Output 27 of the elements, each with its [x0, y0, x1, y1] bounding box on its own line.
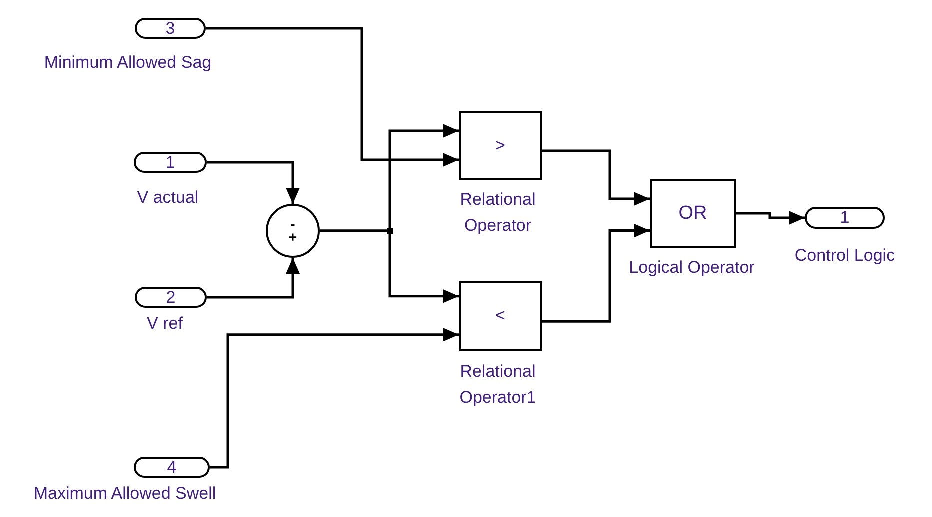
signal-arrow [320, 230, 459, 304]
sign-text: + [288, 231, 298, 244]
sign-text: - [290, 218, 296, 231]
port-terminal: 3 [135, 18, 206, 39]
signal-arrow [206, 27, 459, 167]
block-caption: Relational Operator [459, 189, 537, 237]
signal-arrow [207, 161, 300, 204]
port-terminal: 2 [135, 287, 207, 308]
port-terminal: 1 [805, 207, 885, 229]
block-caption: Logical Operator [628, 257, 756, 279]
port-terminal: 1 [134, 152, 207, 173]
signal-arrow [736, 211, 805, 225]
block-caption: Minimum Allowed Sag [43, 52, 213, 74]
block-caption: Maximum Allowed Swell [32, 483, 218, 505]
signal-arrow [542, 224, 650, 323]
operator-block: OR [650, 179, 736, 248]
operator-block: > [459, 111, 542, 180]
signal-arrow [210, 328, 459, 469]
block-caption: V actual [136, 187, 200, 209]
block-caption: V ref [146, 313, 184, 335]
block-caption: Control Logic [794, 245, 896, 267]
operator-block: < [459, 281, 542, 351]
signal-arrow [542, 150, 650, 206]
block-caption: Relational Operator1 [458, 361, 538, 409]
sum-circle [266, 204, 320, 258]
signal-arrow [207, 258, 300, 299]
port-terminal: 4 [134, 457, 210, 478]
